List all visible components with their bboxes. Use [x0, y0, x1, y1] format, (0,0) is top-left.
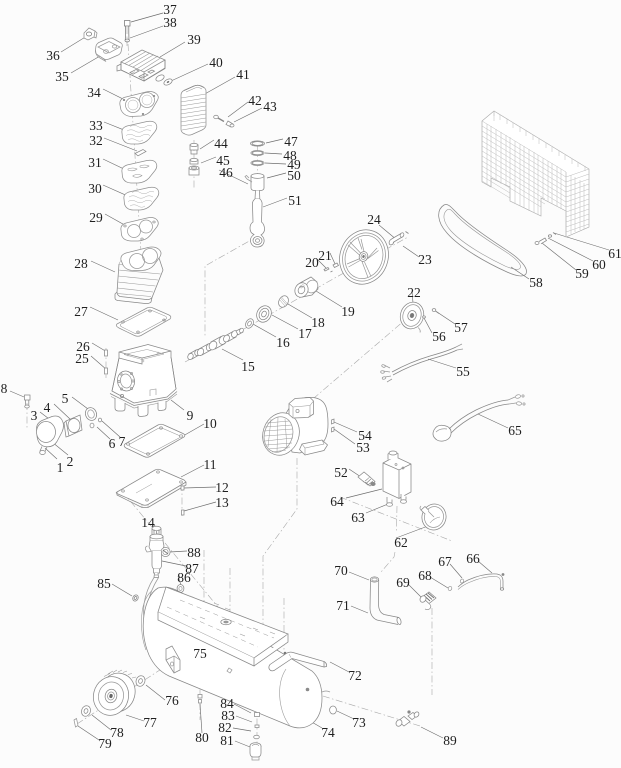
svg-text:42: 42 [248, 93, 262, 108]
svg-text:34: 34 [87, 85, 101, 100]
svg-text:78: 78 [110, 725, 124, 740]
svg-text:86: 86 [177, 570, 191, 585]
svg-text:12: 12 [215, 480, 229, 495]
svg-text:60: 60 [592, 257, 606, 272]
svg-text:85: 85 [97, 576, 111, 591]
svg-text:45: 45 [216, 153, 230, 168]
svg-text:22: 22 [407, 285, 421, 300]
svg-text:69: 69 [396, 575, 410, 590]
svg-text:32: 32 [89, 133, 103, 148]
svg-text:11: 11 [204, 457, 217, 472]
svg-text:43: 43 [263, 99, 277, 114]
svg-text:26: 26 [76, 339, 90, 354]
svg-text:74: 74 [321, 725, 335, 740]
svg-text:15: 15 [241, 359, 255, 374]
svg-text:64: 64 [330, 494, 344, 509]
svg-text:10: 10 [203, 416, 217, 431]
svg-text:82: 82 [218, 720, 232, 735]
svg-text:38: 38 [163, 15, 177, 30]
svg-text:33: 33 [89, 118, 103, 133]
svg-text:56: 56 [432, 329, 446, 344]
svg-text:2: 2 [67, 454, 74, 469]
svg-text:54: 54 [358, 428, 372, 443]
svg-text:35: 35 [55, 69, 69, 84]
svg-text:59: 59 [575, 266, 589, 281]
svg-text:24: 24 [367, 212, 381, 227]
svg-text:57: 57 [454, 320, 468, 335]
svg-text:62: 62 [394, 535, 408, 550]
svg-text:21: 21 [318, 248, 332, 263]
svg-text:63: 63 [351, 510, 365, 525]
svg-text:68: 68 [418, 568, 432, 583]
svg-text:30: 30 [88, 181, 102, 196]
svg-text:25: 25 [75, 351, 89, 366]
svg-text:19: 19 [341, 304, 355, 319]
svg-text:87: 87 [185, 561, 199, 576]
svg-text:39: 39 [187, 32, 201, 47]
svg-text:73: 73 [352, 715, 366, 730]
svg-text:58: 58 [529, 275, 543, 290]
svg-text:6: 6 [109, 436, 116, 451]
svg-text:27: 27 [74, 304, 88, 319]
svg-text:20: 20 [305, 255, 319, 270]
svg-text:14: 14 [141, 515, 155, 530]
svg-text:28: 28 [74, 256, 88, 271]
svg-text:89: 89 [443, 733, 457, 748]
svg-text:50: 50 [287, 168, 301, 183]
svg-text:29: 29 [89, 210, 103, 225]
svg-text:75: 75 [193, 646, 207, 661]
svg-text:41: 41 [236, 67, 250, 82]
svg-text:23: 23 [418, 252, 432, 267]
svg-text:72: 72 [348, 668, 362, 683]
svg-text:76: 76 [165, 693, 179, 708]
svg-text:18: 18 [311, 315, 325, 330]
svg-text:71: 71 [336, 598, 350, 613]
svg-text:52: 52 [334, 465, 348, 480]
svg-text:80: 80 [195, 730, 209, 745]
svg-text:49: 49 [287, 157, 301, 172]
svg-text:44: 44 [214, 136, 228, 151]
svg-text:51: 51 [288, 193, 302, 208]
svg-text:79: 79 [98, 736, 112, 751]
svg-text:37: 37 [163, 2, 177, 17]
svg-text:53: 53 [356, 440, 370, 455]
svg-text:66: 66 [466, 551, 480, 566]
svg-text:3: 3 [31, 408, 38, 423]
svg-text:61: 61 [608, 246, 621, 261]
svg-text:17: 17 [298, 326, 312, 341]
svg-text:81: 81 [220, 733, 234, 748]
svg-text:7: 7 [119, 434, 126, 449]
svg-text:65: 65 [508, 423, 522, 438]
svg-text:84: 84 [220, 696, 234, 711]
svg-text:31: 31 [88, 155, 102, 170]
svg-text:55: 55 [456, 364, 470, 379]
svg-text:13: 13 [215, 495, 229, 510]
svg-text:8: 8 [1, 381, 8, 396]
svg-text:48: 48 [283, 148, 297, 163]
svg-text:77: 77 [143, 715, 157, 730]
svg-text:36: 36 [46, 48, 60, 63]
svg-text:4: 4 [44, 400, 51, 415]
svg-text:9: 9 [187, 408, 194, 423]
svg-text:1: 1 [57, 460, 64, 475]
svg-text:70: 70 [334, 563, 348, 578]
svg-text:88: 88 [187, 545, 201, 560]
svg-text:46: 46 [219, 165, 233, 180]
svg-text:40: 40 [209, 55, 223, 70]
svg-text:67: 67 [438, 554, 452, 569]
svg-text:5: 5 [62, 391, 69, 406]
svg-text:16: 16 [276, 335, 290, 350]
svg-text:47: 47 [284, 134, 298, 149]
svg-text:83: 83 [221, 708, 235, 723]
